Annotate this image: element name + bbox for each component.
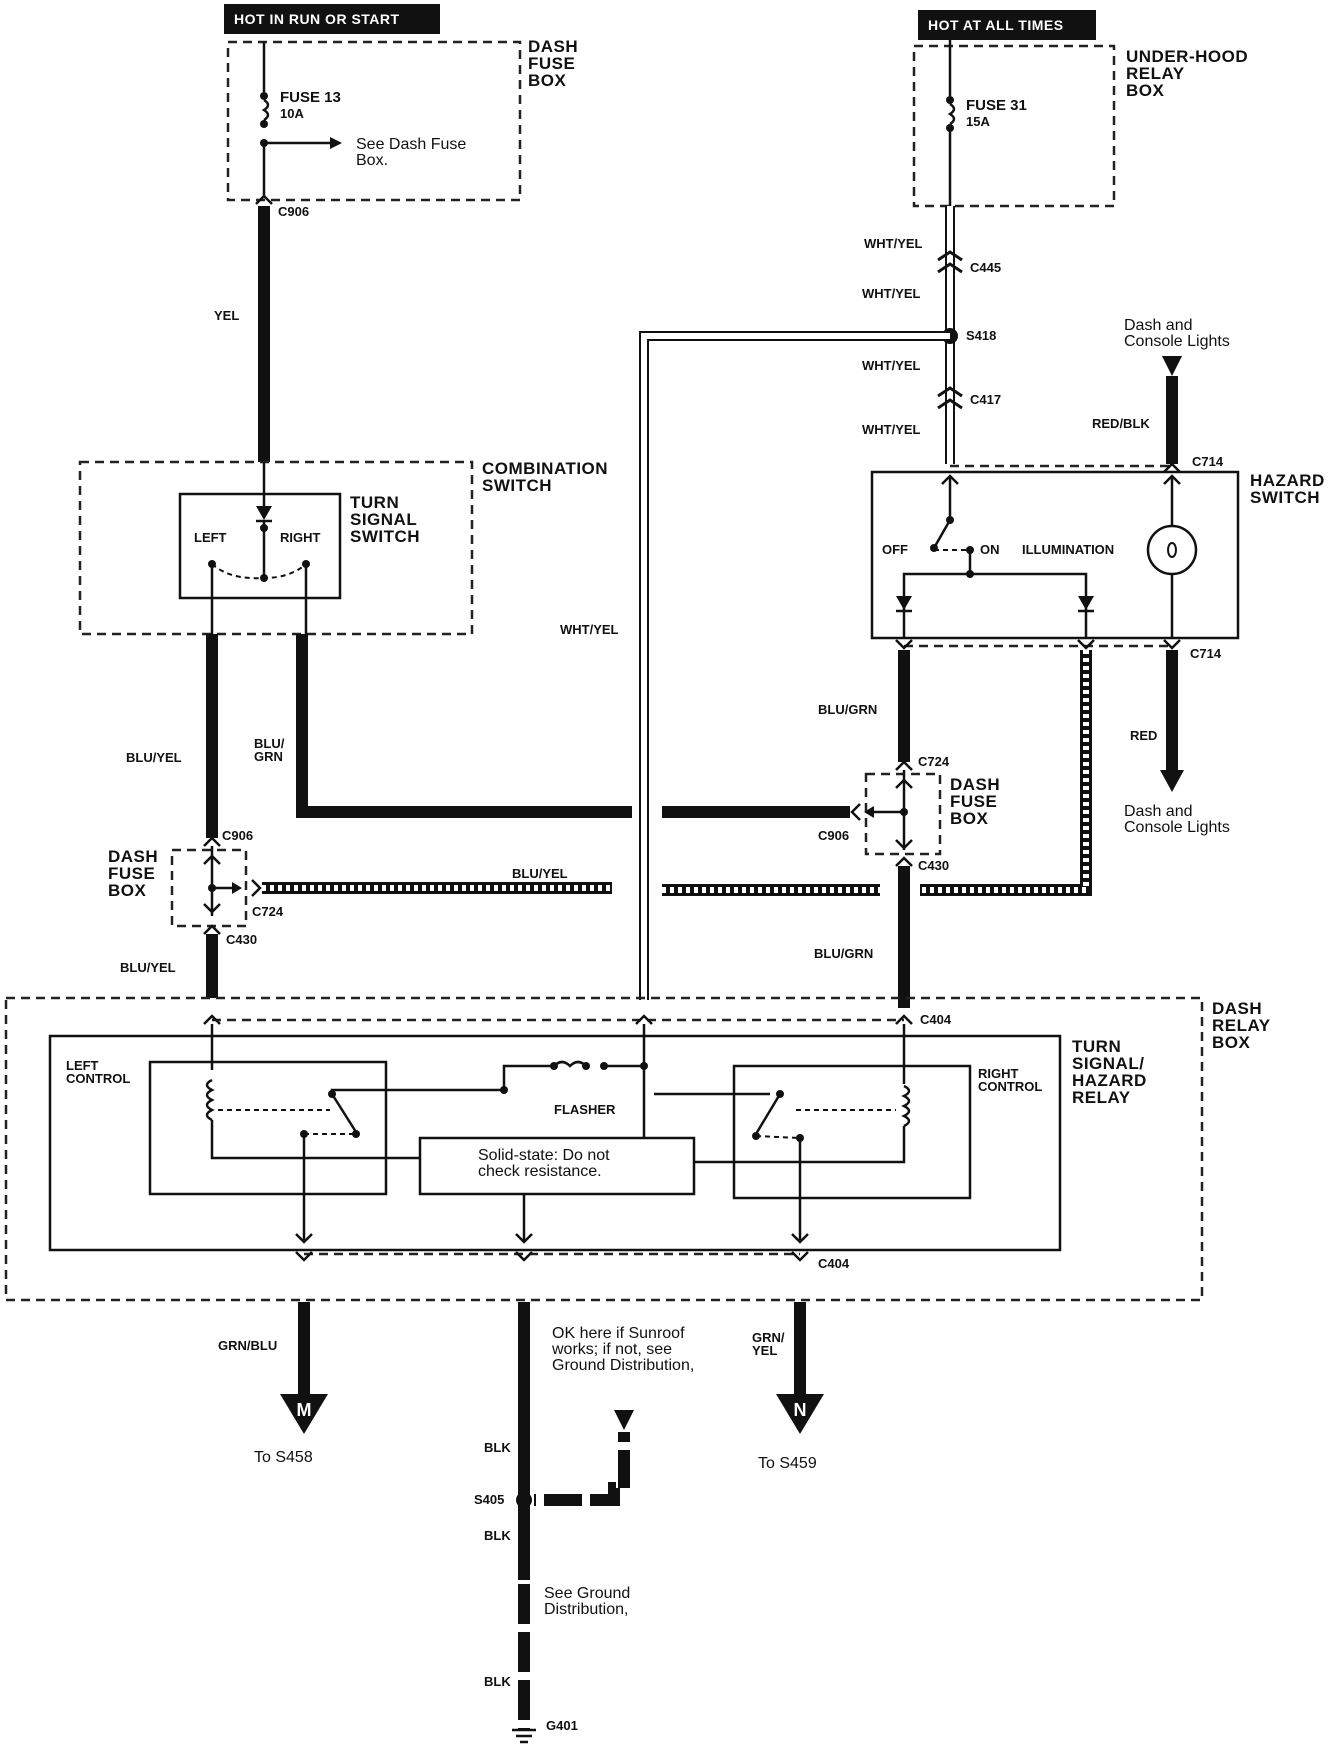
- left-control-box: [148, 1060, 388, 1196]
- blu-grn-label-left: BLU/GRN: [254, 736, 285, 764]
- left-label: LEFT: [194, 530, 227, 545]
- blu-yel-label-1: BLU/YEL: [126, 750, 182, 765]
- wht-yel-label-4: WHT/YEL: [862, 422, 921, 437]
- red-label: RED: [1130, 728, 1157, 743]
- solid-state-box: [418, 1136, 696, 1196]
- dash-fuse-box-top: [226, 40, 522, 202]
- flasher-label: FLASHER: [554, 1102, 616, 1117]
- blu-yel-riser-right: [920, 650, 1092, 896]
- right-label: RIGHT: [280, 530, 321, 545]
- dash-fuse-box-left: [170, 848, 248, 928]
- c404-top: C404: [920, 1012, 952, 1027]
- c906-right: C906: [818, 828, 849, 843]
- turn-signal-hazard-relay: [48, 1034, 1062, 1252]
- blu-grn-label-right: BLU/GRN: [818, 702, 877, 717]
- svg-text:HOT AT ALL TIMES: HOT AT ALL TIMES: [928, 17, 1064, 33]
- fuse-13-label: FUSE 13: [280, 89, 341, 106]
- c430-right: C430: [918, 858, 949, 873]
- c906-left: C906: [222, 828, 253, 843]
- c714-bot: C714: [1190, 646, 1222, 661]
- fuse-31-rating: 15A: [966, 114, 990, 129]
- grn-yel-label: GRN/YEL: [752, 1330, 785, 1358]
- blk-label-2: BLK: [484, 1528, 511, 1543]
- to-s459: To S459: [758, 1455, 817, 1472]
- c430-left: C430: [226, 932, 257, 947]
- c906-top: C906: [278, 204, 309, 219]
- blk-label-3: BLK: [484, 1674, 511, 1689]
- ground-symbol-icon: [512, 1728, 536, 1744]
- blu-grn-label-right-2: BLU/GRN: [814, 946, 873, 961]
- on-label: ON: [980, 542, 1000, 557]
- c714-top: C714: [1192, 454, 1224, 469]
- c404-bot: C404: [818, 1256, 850, 1271]
- svg-text:HOT IN RUN OR START: HOT IN RUN OR START: [234, 11, 400, 27]
- wht-yel-label-1: WHT/YEL: [864, 236, 923, 251]
- g401: G401: [546, 1718, 578, 1733]
- c724-right: C724: [918, 754, 950, 769]
- illumination-label: ILLUMINATION: [1022, 542, 1114, 557]
- wht-yel-label-2: WHT/YEL: [862, 286, 921, 301]
- n-arrow-icon: [776, 1394, 824, 1434]
- off-label: OFF: [882, 542, 908, 557]
- n-label: N: [794, 1400, 807, 1420]
- red-blk-label: RED/BLK: [1092, 416, 1150, 431]
- turn-signal-switch-box: [178, 492, 342, 600]
- underhood-relay-box: [912, 44, 1116, 208]
- hazard-switch-box: [870, 470, 1240, 640]
- fuse-13-rating: 10A: [280, 106, 304, 121]
- illumination-bulb-icon: [1146, 524, 1198, 576]
- hot-in-run-start-tag: HOT IN RUN OR START: [224, 4, 440, 34]
- c724-left: C724: [252, 904, 284, 919]
- m-arrow-icon: [280, 1394, 328, 1434]
- blu-yel-label-2: BLU/YEL: [120, 960, 176, 975]
- blk-label-1: BLK: [484, 1440, 511, 1455]
- yel-wire-label: YEL: [214, 308, 239, 323]
- blu-grn-wire-left: [296, 634, 632, 818]
- wht-yel-label-3: WHT/YEL: [862, 358, 921, 373]
- blu-yel-label-mid: BLU/YEL: [512, 866, 568, 881]
- combination-switch-box: [78, 460, 474, 636]
- hot-at-all-times-tag: HOT AT ALL TIMES: [918, 10, 1096, 40]
- fuse-31-label: FUSE 31: [966, 97, 1027, 114]
- grn-blu-label: GRN/BLU: [218, 1338, 277, 1353]
- m-label: M: [297, 1400, 312, 1420]
- to-s458: To S458: [254, 1449, 313, 1466]
- c417: C417: [970, 392, 1001, 407]
- wht-yel-long-label: WHT/YEL: [560, 622, 619, 637]
- s418: S418: [966, 328, 996, 343]
- s405: S405: [474, 1492, 504, 1507]
- c445: C445: [970, 260, 1001, 275]
- right-control-box: [732, 1064, 972, 1200]
